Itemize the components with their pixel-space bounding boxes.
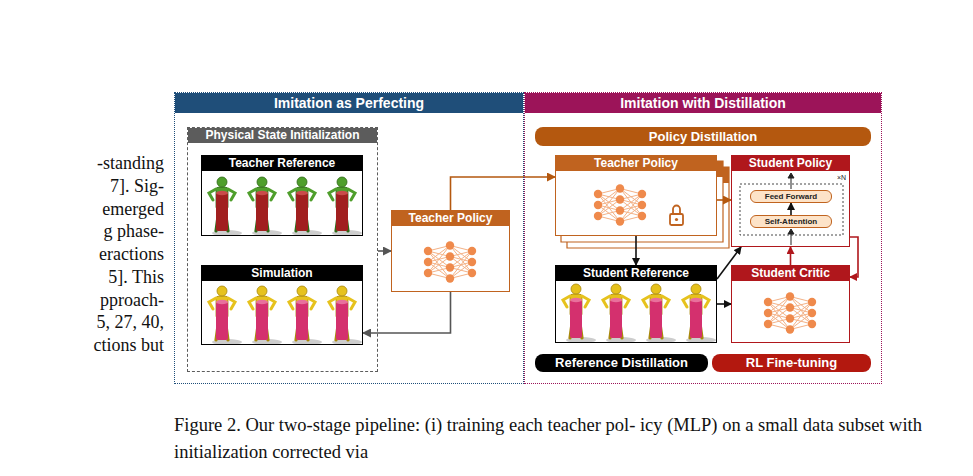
policy-box: Teacher Policy xyxy=(555,155,717,236)
humanoid-figure xyxy=(683,284,716,343)
band-label: RL Fine-tuning xyxy=(712,354,871,372)
humanoid-figure xyxy=(249,177,282,236)
box-heading: Imitation as Perfecting xyxy=(175,93,523,113)
connector-arrow xyxy=(363,292,451,333)
body-text-fragment: 7]. Sig- xyxy=(110,176,164,197)
body-text-fragment: pproach- xyxy=(100,290,164,311)
humanoid-figure xyxy=(289,286,322,345)
section-band: Policy Distillation xyxy=(535,127,871,146)
connector-arrow xyxy=(378,250,391,252)
body-text-fragment: 5, 27, 40, xyxy=(97,312,165,333)
section-band: RL Fine-tuning xyxy=(712,354,871,372)
box-heading: Teacher Reference xyxy=(202,156,362,171)
simulation-box: Simulation xyxy=(201,265,363,345)
box-heading: Imitation with Distillation xyxy=(525,93,881,113)
connector-arrow xyxy=(850,237,858,277)
humanoid-figure xyxy=(603,284,636,343)
humanoid-figure xyxy=(329,286,362,345)
neural-net-icon xyxy=(424,241,476,282)
layer-name: Feed Forward xyxy=(751,191,831,202)
humanoid-figure xyxy=(209,177,242,236)
connector-arrow xyxy=(451,177,556,210)
layer-pill: Feed Forward xyxy=(750,190,832,203)
box-heading: Simulation xyxy=(202,266,362,281)
stacked-card xyxy=(561,161,723,242)
humanoid-figure xyxy=(289,177,322,236)
lock-icon xyxy=(670,206,683,226)
neural-net-icon xyxy=(764,292,816,333)
policy-box: Teacher Policy xyxy=(391,210,510,292)
repeat-count: ×N xyxy=(837,174,846,181)
connector-arrow xyxy=(790,203,792,215)
connector-arrow xyxy=(717,303,731,305)
box-heading: Teacher Policy xyxy=(392,211,509,226)
humanoid-figure xyxy=(249,286,282,345)
humanoid-figure xyxy=(643,284,676,343)
section-band: Reference Distillation xyxy=(535,354,708,372)
connector-arrow xyxy=(635,236,637,265)
neural-net-icon xyxy=(594,184,646,225)
layer-pill: Self-Attention xyxy=(750,215,832,228)
connector-arrow xyxy=(717,199,731,201)
stacked-card-header xyxy=(723,167,729,183)
layer-name: Self-Attention xyxy=(751,216,831,227)
body-text-fragment: g phase- xyxy=(104,221,164,242)
box-heading: Physical State Initialization xyxy=(188,128,377,143)
body-text-fragment: -standing xyxy=(97,153,164,174)
band-label: Policy Distillation xyxy=(535,127,871,146)
box-heading: Teacher Policy xyxy=(556,156,716,171)
humanoid-figure xyxy=(563,284,596,343)
critic-box: Student Critic xyxy=(731,265,850,343)
band-label: Reference Distillation xyxy=(535,354,708,372)
group-box: Physical State InitializationTeacher Ref… xyxy=(187,127,378,372)
policy-box: Student PolicyFeed ForwardSelf-Attention xyxy=(731,155,850,247)
body-text-fragment: ctions but xyxy=(94,335,165,356)
flow-arrow xyxy=(788,173,794,245)
stage-panel: Imitation as PerfectingPhysical State In… xyxy=(174,92,524,384)
reference-box: Student Reference xyxy=(555,265,717,343)
humanoid-figure xyxy=(329,177,362,236)
body-text-fragment: 5]. This xyxy=(108,267,164,288)
connector-arrow xyxy=(790,247,792,265)
stacked-card-header xyxy=(717,161,723,177)
box-heading: Student Policy xyxy=(732,156,849,171)
humanoid-figure xyxy=(209,286,242,345)
reference-box: Teacher Reference xyxy=(201,155,363,236)
body-text-fragment: emerged xyxy=(102,199,164,220)
box-heading: Student Critic xyxy=(732,266,849,281)
body-text-fragment: eractions xyxy=(99,244,164,265)
transformer-block xyxy=(740,184,843,235)
box-heading: Student Reference xyxy=(556,266,716,281)
figure-caption: Figure 2. Our two-stage pipeline: (i) tr… xyxy=(174,412,964,466)
stage-panel: Imitation with DistillationPolicy Distil… xyxy=(524,92,882,384)
